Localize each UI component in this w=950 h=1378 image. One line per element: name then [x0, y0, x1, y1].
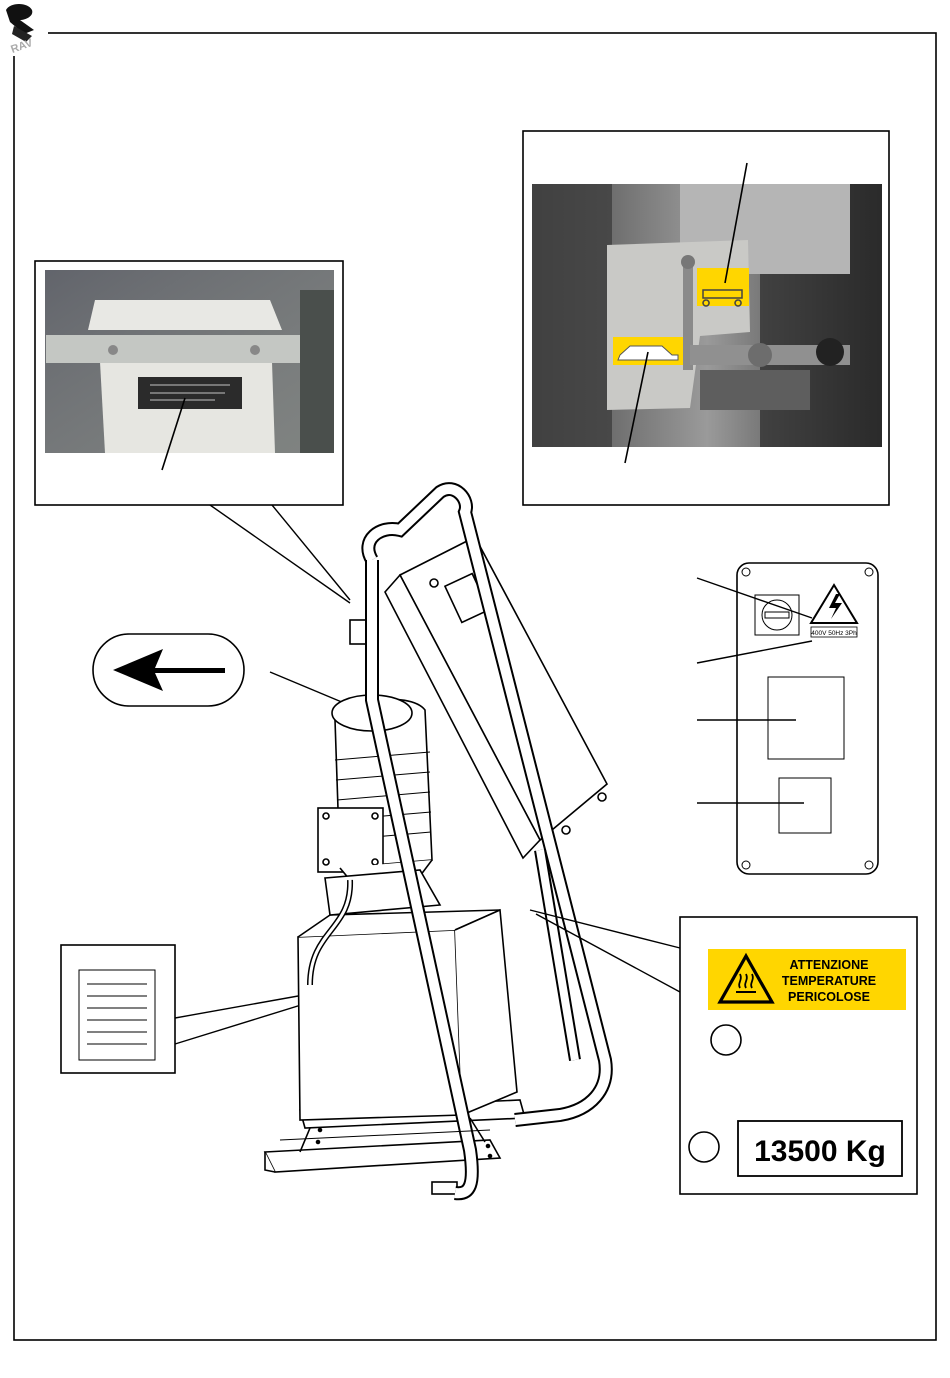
warning-line-1: ATTENZIONE [790, 958, 869, 972]
panel-label-large [768, 677, 844, 759]
panel-label-small [779, 778, 831, 833]
manual-document-icon [61, 945, 175, 1073]
hydraulic-power-unit [265, 489, 607, 1194]
photo-inset-valve [523, 131, 889, 505]
label-marker-circle [689, 1132, 719, 1162]
brand-logo-icon: RAV [2, 0, 48, 56]
electrical-panel: 400V 50Hz 3Ph [737, 563, 878, 874]
warning-line-3: PERICOLOSE [788, 990, 870, 1004]
arrow-left-icon [93, 634, 244, 706]
electrical-rating: 400V 50Hz 3Ph [811, 630, 857, 637]
capacity-text: 13500 Kg [754, 1135, 886, 1168]
label-marker-circle [711, 1025, 741, 1055]
warning-line-2: TEMPERATURE [782, 974, 876, 988]
photo-inset-tank [35, 261, 343, 505]
safety-labels-box: ATTENZIONE TEMPERATURE PERICOLOSE 13500 … [680, 917, 917, 1194]
